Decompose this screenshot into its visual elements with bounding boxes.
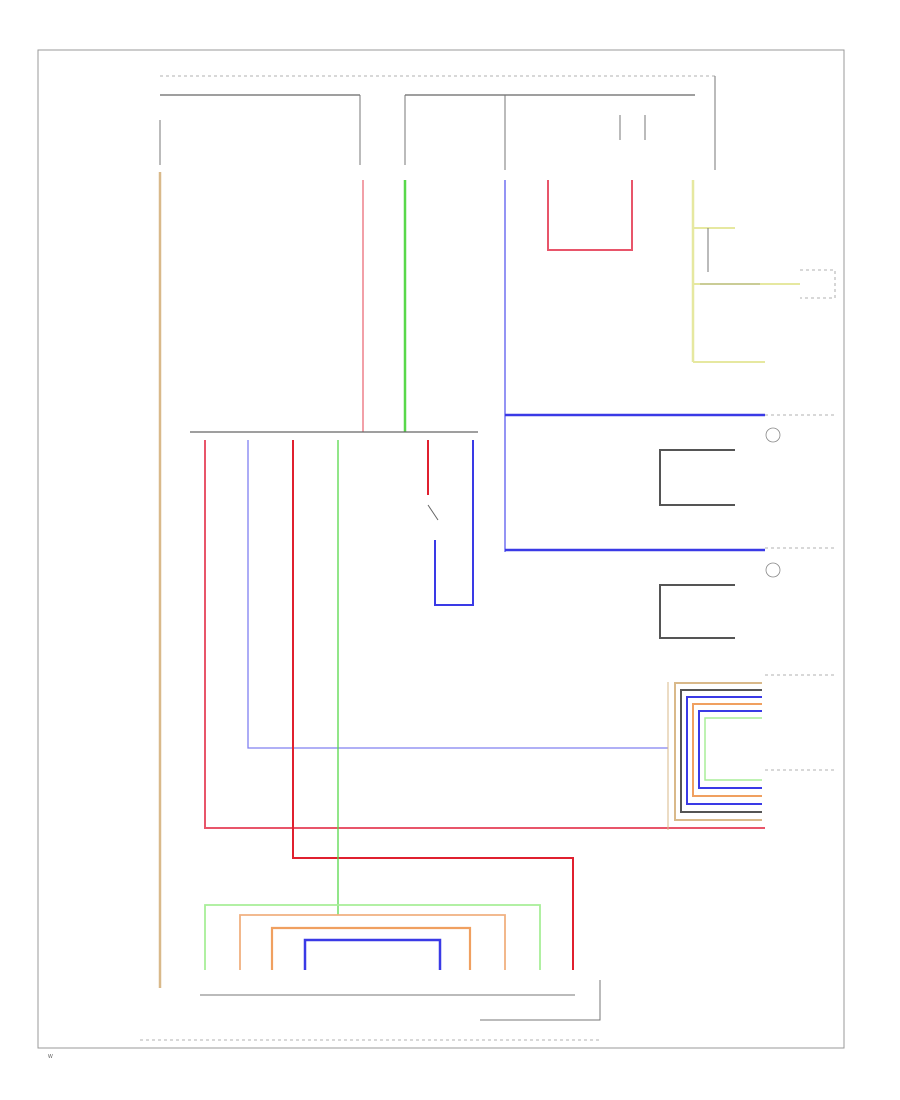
bottom-orange-loop [270,926,472,970]
conn-green [704,717,762,781]
lamp-icon-lower [765,562,781,578]
conn-tan [674,682,762,821]
switch-contact [427,504,439,521]
red-dark-wire [292,440,574,970]
bottom-bracket [480,980,601,1021]
blue-switch-loop [434,440,474,606]
diagram-frame [37,49,845,1049]
conn-orange [692,703,762,797]
ground-loop-upper [659,449,735,506]
red-loop-top [547,180,633,251]
bottom-green-loop [204,904,541,970]
ground-loop-lower [659,584,735,639]
bottom-tan-loop [239,914,506,970]
conn-blue-1 [686,696,762,805]
conn-dark [680,689,762,813]
figure-label: W [48,1054,53,1060]
blue-wire-long [247,440,668,749]
lamp-icon-upper [765,427,781,443]
bottom-blue-loop [303,938,442,970]
connector-dash-1 [800,269,836,299]
red-wire-long [204,440,765,829]
conn-blue-2 [698,710,762,789]
